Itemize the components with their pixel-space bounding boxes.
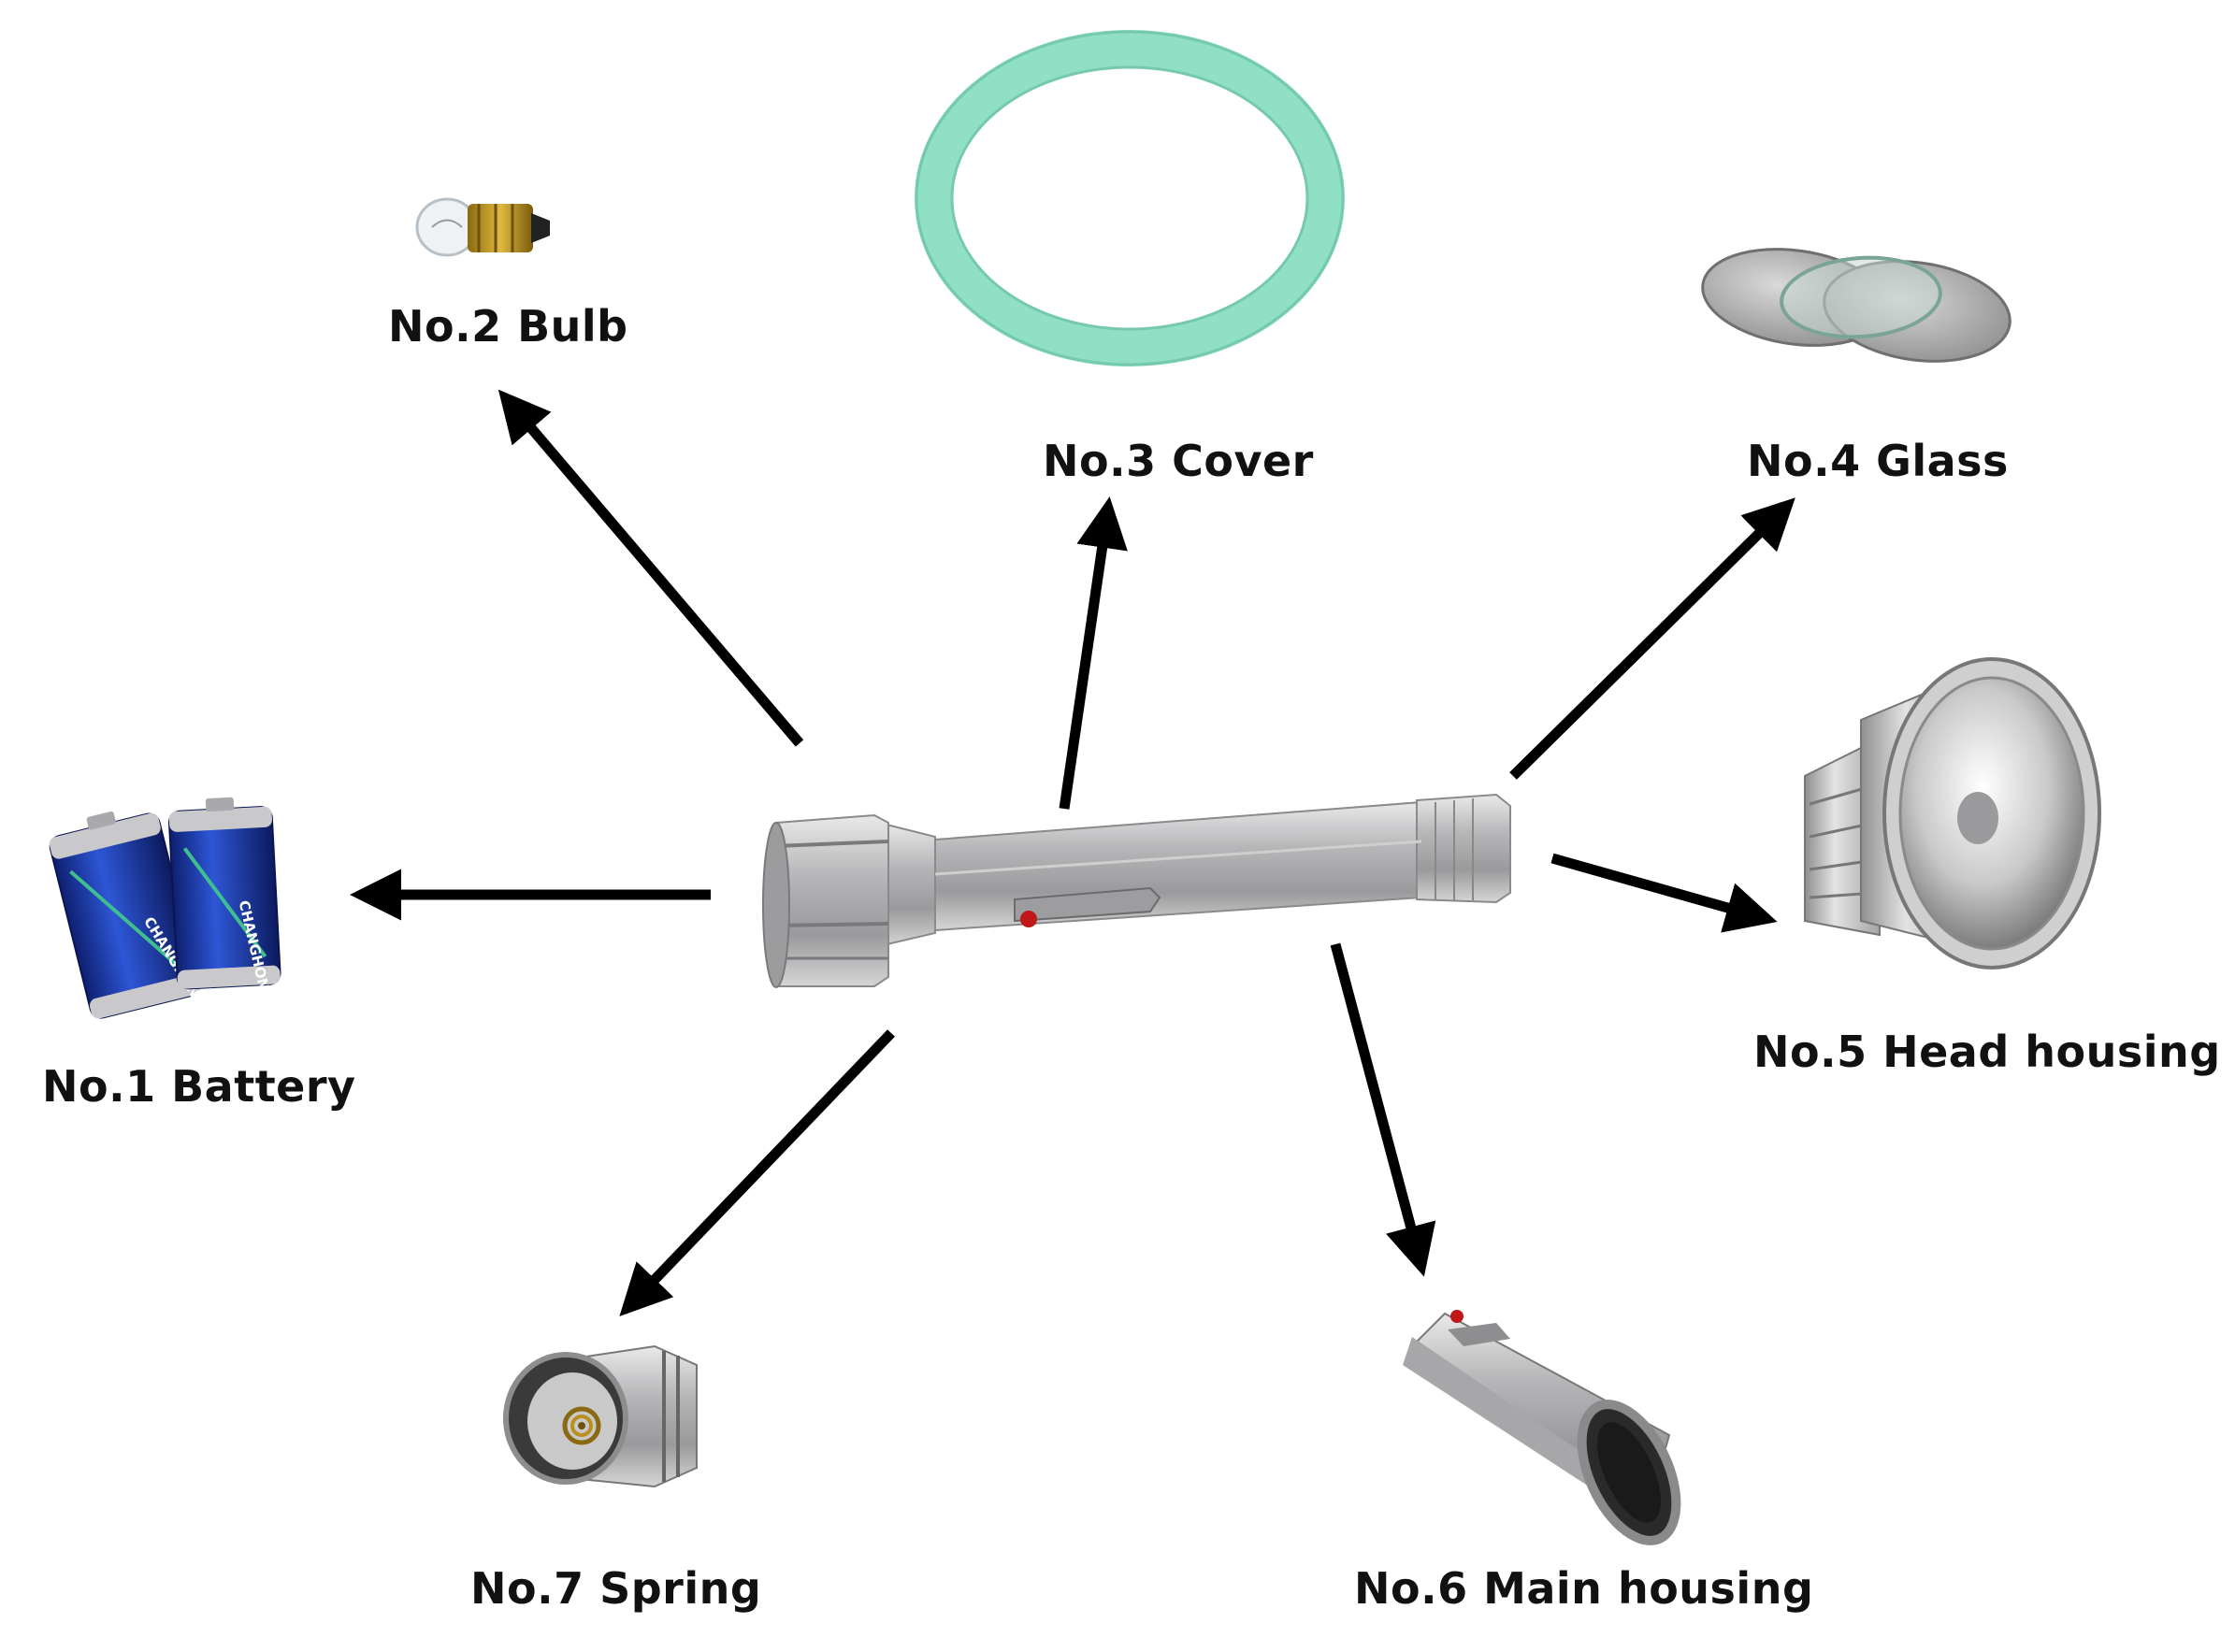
- flashlight-image: [762, 793, 1511, 988]
- label-spring: No.7 Spring: [470, 1563, 762, 1614]
- battery-icon: CHANGHONG CHANGHONG: [49, 797, 281, 1019]
- label-glass: No.4 Glass: [1747, 436, 2009, 486]
- arrow-to-spring: [619, 1029, 895, 1316]
- arrows: [350, 389, 1795, 1316]
- arrow-to-cover: [1059, 496, 1128, 810]
- bulb-icon: [415, 197, 550, 257]
- spring-cap-icon: [503, 1344, 698, 1488]
- label-bulb: No.2 Bulb: [388, 301, 628, 352]
- label-main-housing: No.6 Main housing: [1354, 1563, 1814, 1614]
- arrow-to-main: [1330, 942, 1436, 1277]
- label-cover: No.3 Cover: [1043, 436, 1314, 486]
- label-battery: No.1 Battery: [42, 1061, 356, 1112]
- glass-disc-icon: [1701, 248, 2012, 363]
- arrow-to-bulb: [497, 389, 804, 747]
- arrow-to-glass: [1509, 497, 1795, 780]
- main-housing-icon: [1403, 1310, 1681, 1545]
- cover-ring-icon: [915, 30, 1345, 366]
- arrow-to-head: [1550, 853, 1778, 933]
- head-housing-icon: [1804, 657, 2101, 970]
- label-head-housing: No.5 Head housing: [1753, 1027, 2221, 1077]
